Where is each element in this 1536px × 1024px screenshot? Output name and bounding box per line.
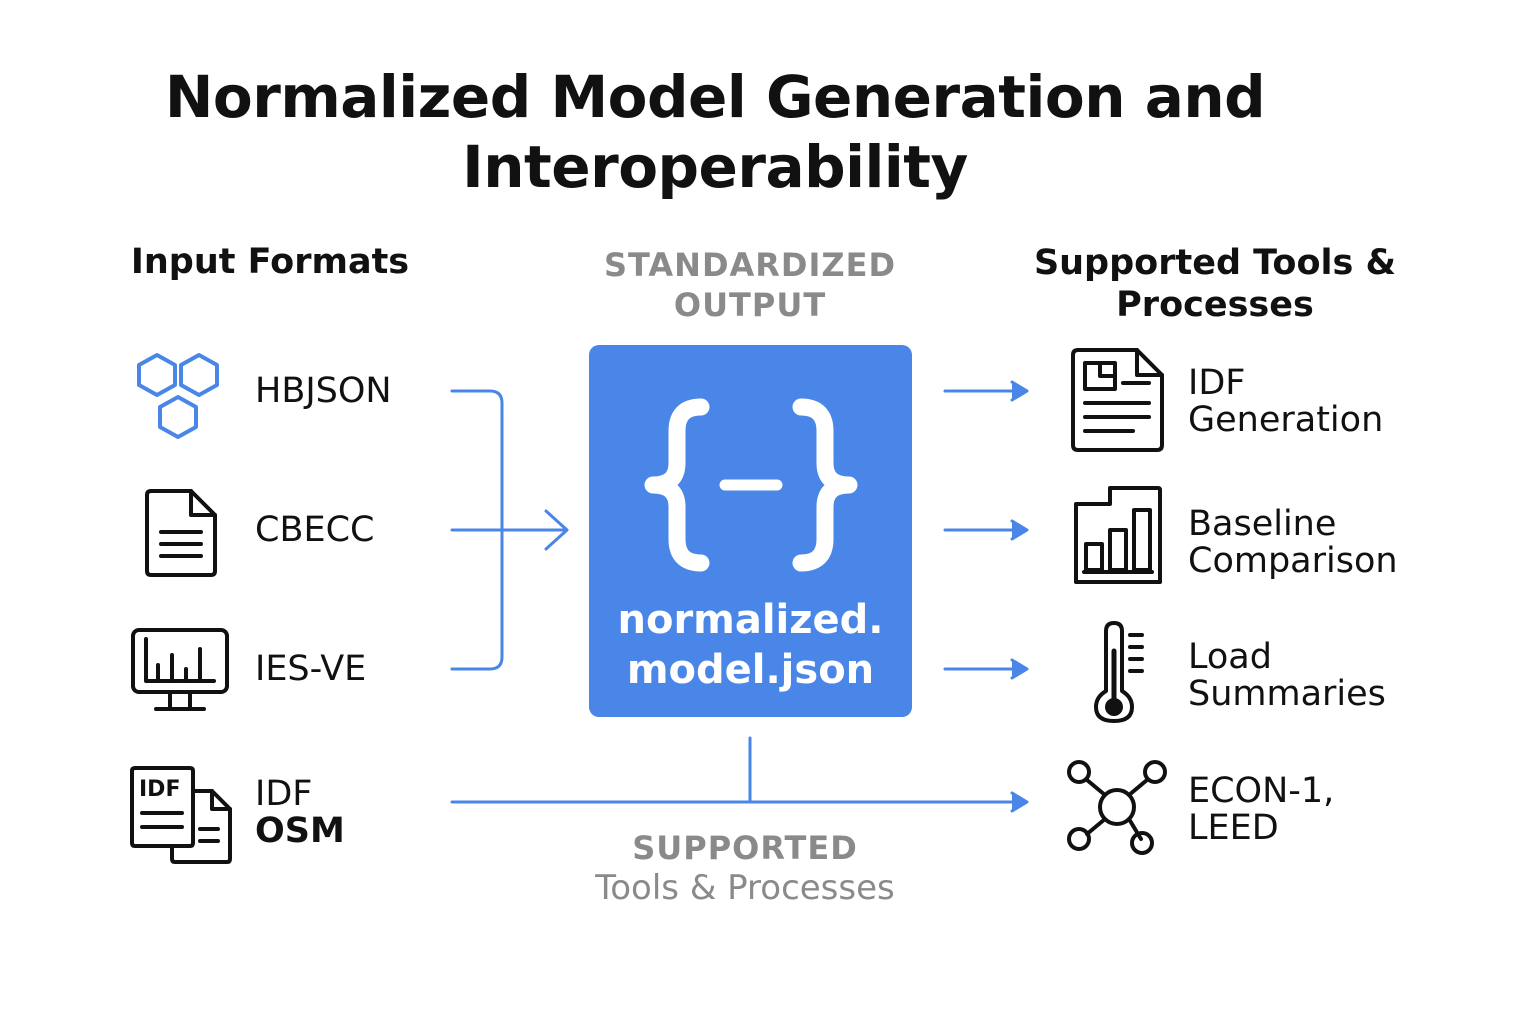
report-document-icon [1071, 348, 1164, 452]
supported-caption-line-1: SUPPORTED [632, 829, 858, 867]
output-load-summaries-line-2: Summaries [1188, 674, 1386, 714]
supported-tools-line-2: Processes [1116, 285, 1314, 325]
document-icon [145, 489, 217, 577]
bar-chart-icon [1074, 486, 1162, 584]
network-nodes-icon [1067, 760, 1167, 855]
output-econ-leed-line-1: ECON-1, [1188, 771, 1335, 811]
title-line-2: Interoperability [462, 133, 968, 201]
input-cbecc: CBECC [255, 512, 374, 549]
output-baseline-comparison-line-2: Comparison [1188, 541, 1398, 581]
merge-arrowhead [544, 509, 569, 551]
standardized-output-line-1: STANDARDIZED [604, 246, 896, 284]
supported-caption-line-2: Tools & Processes [595, 868, 895, 908]
input-hbjson: HBJSON [255, 373, 392, 410]
diagram-title: Normalized Model Generation and Interope… [0, 62, 1430, 202]
output-filename: normalized. model.json [589, 595, 912, 695]
input-cbecc-label: CBECC [255, 510, 375, 550]
supported-tools-heading: Supported Tools & Processes [1020, 242, 1410, 326]
output-idf-generation-line-2: Generation [1188, 400, 1384, 440]
output-econ-leed-line-2: LEED [1188, 808, 1279, 848]
json-braces-icon [644, 398, 858, 572]
input-osm-label: OSM [255, 811, 345, 851]
output-econ-leed: ECON-1, LEED [1188, 773, 1334, 847]
output-idf-generation-line-1: IDF [1188, 363, 1246, 403]
output-filename-line-1: normalized. [617, 597, 884, 643]
hexagon-cluster-icon [137, 353, 219, 439]
idf-files-icon: IDF [130, 766, 232, 864]
output-filename-line-2: model.json [626, 647, 875, 693]
output-load-summaries-line-1: Load [1188, 637, 1272, 677]
output-baseline-comparison: Baseline Comparison [1188, 506, 1398, 580]
standardized-output-line-2: OUTPUT [673, 286, 827, 324]
svg-text:IDF: IDF [139, 777, 180, 802]
supported-tools-line-1: Supported Tools & [1033, 243, 1397, 283]
thermometer-icon [1094, 621, 1144, 723]
title-line-1: Normalized Model Generation and [164, 63, 1266, 131]
input-ies-ve: IES-VE [255, 651, 366, 688]
input-hbjson-label: HBJSON [255, 371, 392, 411]
supported-tools-caption: SUPPORTED Tools & Processes [540, 828, 950, 908]
output-idf-generation: IDF Generation [1188, 365, 1383, 439]
input-idf-label: IDF [255, 774, 313, 814]
output-load-summaries: Load Summaries [1188, 639, 1386, 713]
monitor-chart-icon [131, 628, 229, 711]
normalized-model-card: normalized. model.json [589, 345, 912, 717]
input-ies-ve-label: IES-VE [255, 649, 367, 689]
input-formats-heading: Input Formats [130, 242, 410, 282]
output-baseline-comparison-line-1: Baseline [1188, 504, 1337, 544]
standardized-output-heading: STANDARDIZED OUTPUT [570, 245, 930, 325]
input-idf-osm: IDF OSM [255, 776, 345, 850]
